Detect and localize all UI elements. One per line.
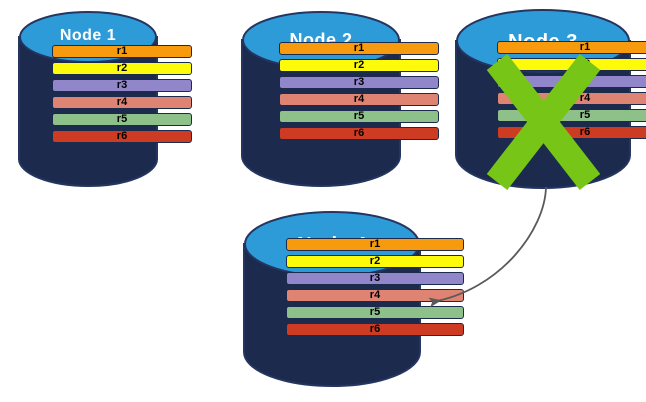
row-bar-r2[interactable]: r2: [497, 58, 646, 71]
row-label: r2: [353, 59, 365, 71]
row-label: r6: [369, 323, 381, 335]
node-4[interactable]: Node 4r1r2r3r4r5r6: [243, 210, 464, 387]
row-list: r1 r2 r3 r4 r5 r6: [243, 238, 507, 336]
row-bar-r3[interactable]: r3: [286, 272, 464, 285]
row-bar-r5[interactable]: r5: [52, 113, 192, 126]
row-bar-r2[interactable]: r2: [52, 62, 192, 75]
row-bar-r1[interactable]: r1: [279, 42, 439, 55]
row-label: r3: [579, 75, 591, 87]
row-bar-r6[interactable]: r6: [52, 130, 192, 143]
row-label: r4: [116, 96, 128, 108]
row-label: r3: [116, 79, 128, 91]
row-bar-r6[interactable]: r6: [279, 127, 439, 140]
row-bar-r4[interactable]: r4: [279, 93, 439, 106]
row-bar-r6[interactable]: r6: [286, 323, 464, 336]
row-label: r6: [579, 126, 591, 138]
row-bar-r3[interactable]: r3: [279, 76, 439, 89]
row-bar-r3[interactable]: r3: [497, 75, 646, 88]
row-label: r1: [579, 41, 591, 53]
row-list: r1 r2 r3 r4 r5 r6: [241, 42, 477, 140]
row-label: r6: [116, 130, 128, 142]
row-bar-r1[interactable]: r1: [52, 45, 192, 58]
row-label: r6: [353, 127, 365, 139]
row-bar-r5[interactable]: r5: [279, 110, 439, 123]
row-label: r4: [353, 93, 365, 105]
row-bar-r4[interactable]: r4: [497, 92, 646, 105]
row-label: r2: [116, 62, 128, 74]
row-label: r5: [579, 109, 591, 121]
row-label: r4: [579, 92, 591, 104]
row-label: r5: [116, 113, 128, 125]
node-3[interactable]: Node 3r1r2r3r4r5r6: [455, 8, 646, 190]
row-bar-r2[interactable]: r2: [286, 255, 464, 268]
row-bar-r3[interactable]: r3: [52, 79, 192, 92]
row-label: r1: [116, 45, 128, 57]
row-bar-r4[interactable]: r4: [286, 289, 464, 302]
row-label: r2: [369, 255, 381, 267]
row-label: r1: [369, 238, 381, 250]
row-list: r1 r2 r3 r4 r5 r6: [455, 41, 646, 139]
row-bar-r4[interactable]: r4: [52, 96, 192, 109]
row-bar-r1[interactable]: r1: [497, 41, 646, 54]
row-bar-r5[interactable]: r5: [497, 109, 646, 122]
row-label: r3: [369, 272, 381, 284]
row-label: r1: [353, 42, 365, 54]
row-label: r2: [579, 58, 591, 70]
row-list: r1 r2 r3 r4 r5 r6: [18, 45, 226, 143]
row-label: r5: [369, 306, 381, 318]
row-label: r5: [353, 110, 365, 122]
row-bar-r6[interactable]: r6: [497, 126, 646, 139]
row-bar-r2[interactable]: r2: [279, 59, 439, 72]
row-bar-r5[interactable]: r5: [286, 306, 464, 319]
row-label: r3: [353, 76, 365, 88]
row-label: r4: [369, 289, 381, 301]
row-bar-r1[interactable]: r1: [286, 238, 464, 251]
